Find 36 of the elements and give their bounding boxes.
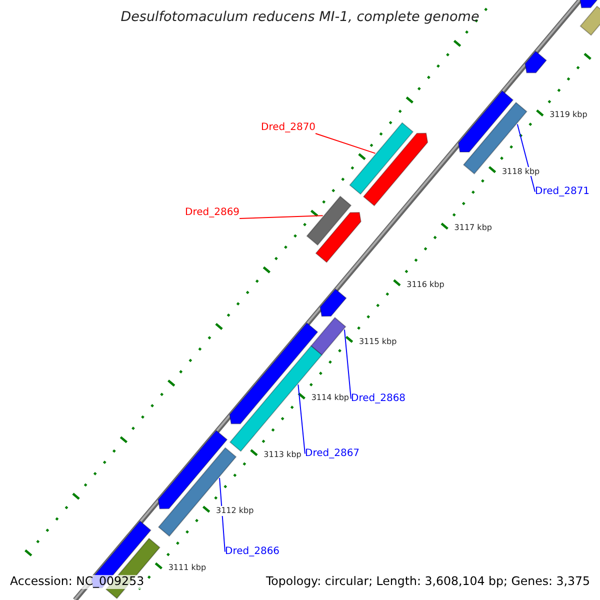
gene-bar <box>320 288 347 317</box>
gene-label: Dred_2870 <box>261 122 316 134</box>
gene-bar <box>524 50 548 74</box>
gene-label: Dred_2871 <box>535 186 590 198</box>
gene-label: Dred_2869 <box>185 207 240 218</box>
gene-label: Dred_2866 <box>225 546 280 558</box>
leader-line <box>219 478 226 552</box>
gene-bar <box>579 0 600 8</box>
gene-bar <box>158 447 237 537</box>
scale-label: 3117 kbp <box>453 223 493 232</box>
scale-label: 3112 kbp <box>215 506 255 516</box>
gene-bar <box>462 102 528 175</box>
gene-bar <box>458 90 514 153</box>
accession-text: Accession: NC_009253 <box>9 575 146 589</box>
gene-bar <box>310 316 346 356</box>
leader-line <box>239 215 324 219</box>
gene-label: Dred_2867 <box>305 448 360 460</box>
gene-bar <box>306 196 352 246</box>
gene-label: Dred_2868 <box>351 393 406 404</box>
scale-label: 3113 kbp <box>262 450 302 459</box>
gene-bar <box>362 132 428 206</box>
scale-label: 3119 kbp <box>548 110 588 120</box>
scale-label: 3115 kbp <box>358 336 398 346</box>
genome-info-text: Topology: circular; Length: 3,608,104 bp; Genes: 3,375 <box>264 575 591 589</box>
diagram-title: Desulfotomaculum reducens MI-1, complete genome <box>120 10 480 26</box>
scale-label: 3114 kbp <box>310 393 350 402</box>
scale-label: 3118 kbp <box>500 166 541 176</box>
leader-line <box>344 329 352 400</box>
leader-line <box>315 133 376 154</box>
gene-bar <box>580 6 600 36</box>
gene-bar <box>349 122 414 195</box>
scale-label: 3111 kbp <box>167 562 208 572</box>
leader-line <box>516 124 536 192</box>
gene-bar <box>315 212 362 263</box>
scale-label: 3116 kbp <box>406 280 446 290</box>
leader-line <box>298 384 306 454</box>
